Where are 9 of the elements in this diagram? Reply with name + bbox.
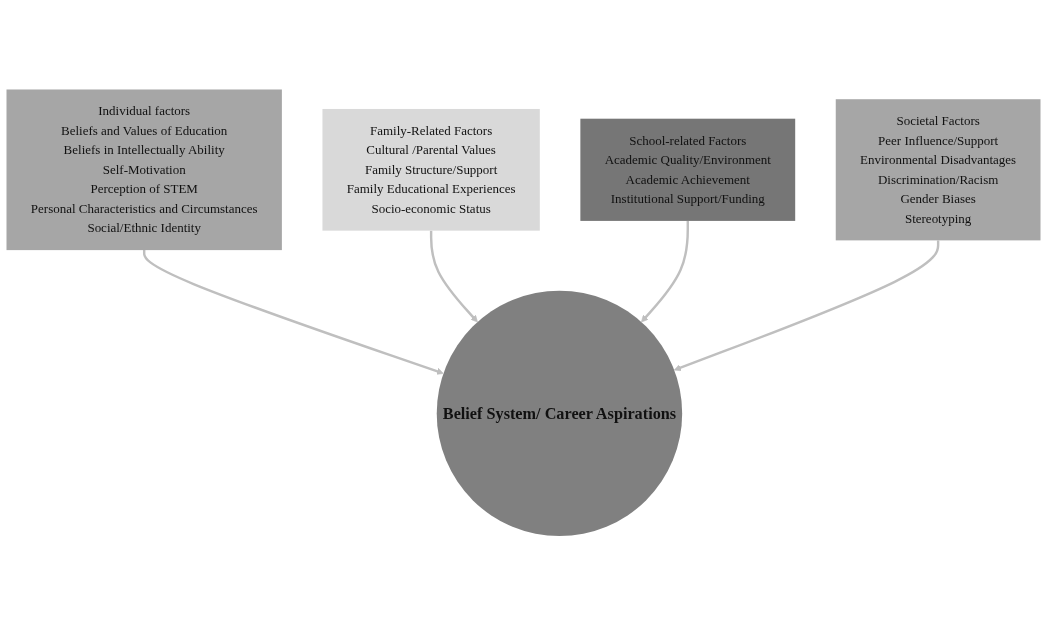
node-circle: Belief System/ Career Aspirations: [436, 290, 683, 536]
node-box: School-related Factors Academic Quality/Environment Academic Achievement Institutional Support/Funding: [580, 118, 796, 221]
arrow: [673, 240, 940, 371]
arrow: [641, 220, 689, 323]
node-box: Societal Factors Peer Influence/Support Environmental Disadvantages Discrimination/Racism Gender Biases Stereotyping: [835, 98, 1041, 241]
arrow: [429, 230, 478, 323]
node-box: Individual factors Beliefs and Values of Education Beliefs in Intellectually Ability Self-Motivation Perception of STEM Personal Characteristics and Circumstances Social/Ethnic Identity: [6, 89, 282, 250]
arrow: [142, 249, 444, 375]
node-box: Family-Related Factors Cultural /Parental Values Family Structure/Support Family Educational Experiences Socio-economic Status: [322, 108, 540, 231]
